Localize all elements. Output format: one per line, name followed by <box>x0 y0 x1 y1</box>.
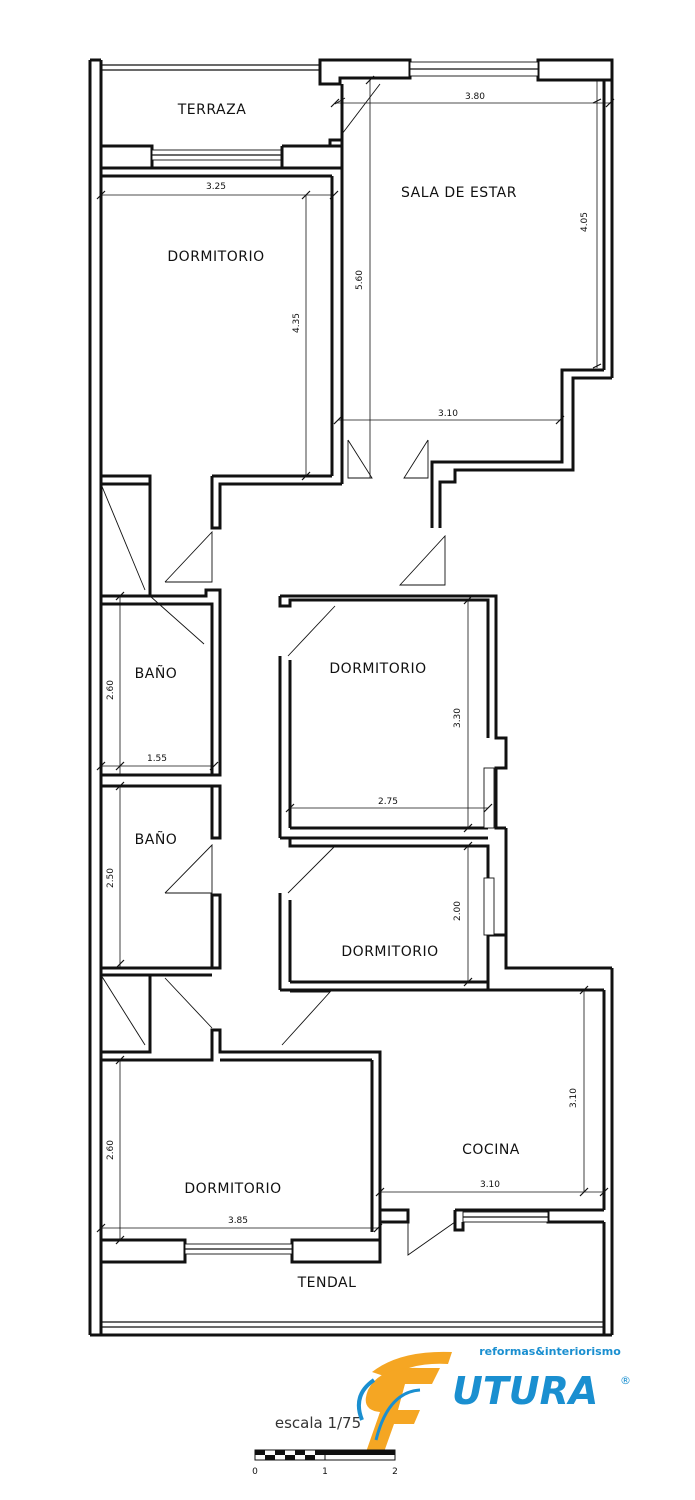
room-cocina: COCINA <box>462 1142 520 1158</box>
cocina-walls <box>380 1208 604 1256</box>
bano-1-walls <box>100 482 222 840</box>
dim-dorm3-height: 2.00 <box>453 901 463 921</box>
sala-door <box>347 439 429 479</box>
room-bano-1: BAÑO <box>135 665 178 682</box>
scale-label: escala 1/75 <box>275 1414 361 1432</box>
bano-2-walls <box>101 843 222 977</box>
scale-tick-0: 0 <box>252 1467 258 1477</box>
dim-dorm4-width: 3.85 <box>228 1216 248 1226</box>
scale-bar <box>254 1449 396 1461</box>
room-terraza: TERRAZA <box>177 102 247 118</box>
dim-bano1-width: 1.55 <box>147 754 167 764</box>
logo-mark-icon <box>357 1351 452 1452</box>
dim-sala-bottom: 3.10 <box>438 409 458 419</box>
room-bano-2: BAÑO <box>135 831 178 848</box>
dim-sala-width: 3.80 <box>465 92 485 102</box>
room-dormitorio-4: DORMITORIO <box>184 1181 281 1197</box>
dimension-lines <box>96 75 615 1245</box>
dormitorio-4-walls <box>100 974 382 1264</box>
scale-tick-2: 2 <box>392 1467 398 1477</box>
dim-cocina-width: 3.10 <box>480 1180 500 1190</box>
room-sala: SALA DE ESTAR <box>401 185 517 201</box>
room-dormitorio-1: DORMITORIO <box>167 249 264 265</box>
scale-tick-1: 1 <box>322 1467 328 1477</box>
room-dormitorio-2: DORMITORIO <box>329 661 426 677</box>
dim-sala-depth: 5.60 <box>355 270 365 290</box>
dim-dorm1-width: 3.25 <box>206 182 226 192</box>
dim-dorm2-width: 2.75 <box>378 797 398 807</box>
room-tendal: TENDAL <box>297 1275 357 1291</box>
futura-logo: reformas&interiorismo UTURA ® <box>357 1345 631 1452</box>
dim-bano1-height: 2.60 <box>106 680 116 700</box>
logo-registered: ® <box>620 1374 631 1387</box>
dormitorio-1-walls <box>101 166 344 530</box>
dormitorio-3-walls <box>278 828 508 992</box>
dim-cocina-height: 3.10 <box>569 1088 579 1108</box>
terraza-walls <box>101 83 381 170</box>
logo-tagline: reformas&interiorismo <box>479 1345 621 1358</box>
dormitorio-2-walls <box>278 534 508 840</box>
dim-dorm2-height: 3.30 <box>453 708 463 728</box>
dim-dorm1-height: 4.35 <box>292 313 302 333</box>
dim-bano2-height: 2.50 <box>106 868 116 888</box>
dim-sala-height: 4.05 <box>580 212 590 232</box>
logo-brand: UTURA <box>452 1369 598 1413</box>
room-dormitorio-3: DORMITORIO <box>341 944 438 960</box>
dim-dorm4-height: 2.60 <box>106 1140 116 1160</box>
